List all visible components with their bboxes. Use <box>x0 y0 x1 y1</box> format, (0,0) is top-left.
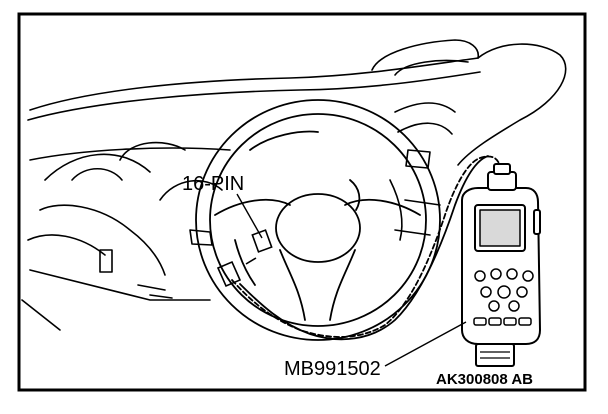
connector-label: 16-PIN <box>182 173 244 195</box>
steering-wheel <box>195 99 441 341</box>
figure-id-label: AK300808 AB <box>436 371 533 388</box>
tool-label: MB991502 <box>284 358 381 380</box>
scan-tool-device <box>461 163 541 367</box>
dashboard-illustration <box>21 39 567 331</box>
figure-frame <box>17 12 587 392</box>
scan-tool-keypad <box>473 268 534 326</box>
connector-16-pin <box>216 229 273 288</box>
leader-lines <box>236 193 467 367</box>
test-cable <box>231 155 501 341</box>
